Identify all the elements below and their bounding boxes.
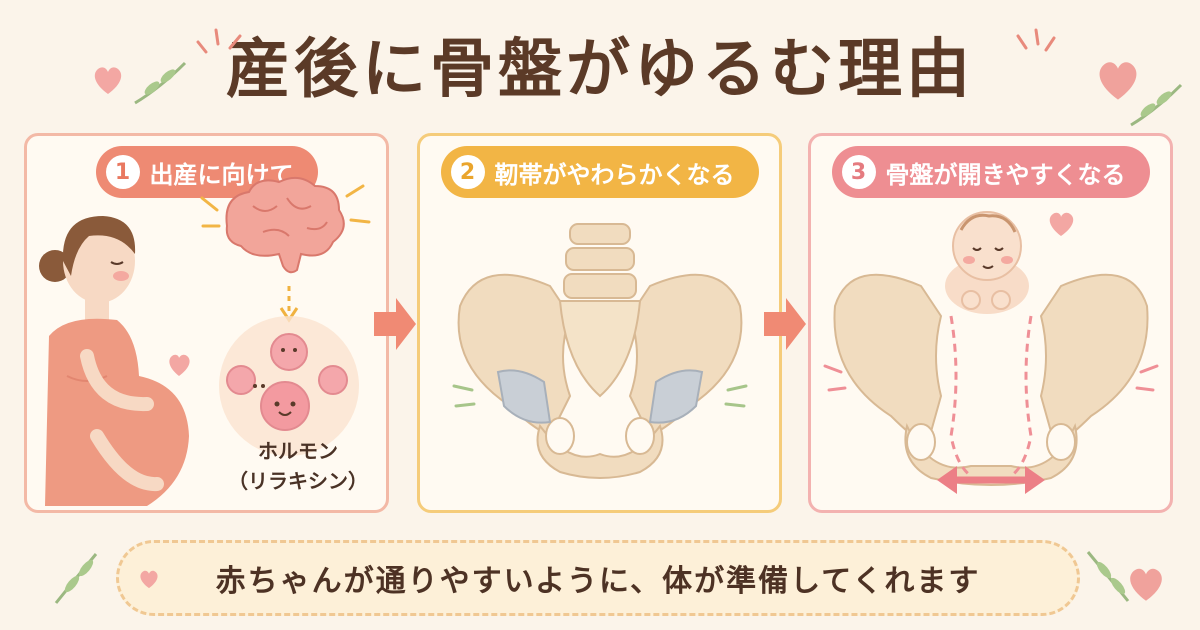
brain-icon [200, 176, 371, 323]
heart-icon [1130, 568, 1162, 601]
heart-icon [1099, 62, 1137, 100]
hormone-bubbles-icon [219, 316, 359, 456]
arrow-right-icon [764, 298, 806, 350]
heart-icon [1049, 212, 1074, 236]
hormone-line-2: （リラキシン） [228, 469, 368, 493]
heart-icon [94, 67, 122, 94]
step-1-number: 1 [105, 155, 140, 189]
heart-icon [169, 354, 190, 376]
step-1-label: 1 出産に向けて [95, 146, 318, 198]
leaf-sprig-icon [1086, 551, 1130, 602]
step-3-number: 3 [841, 155, 876, 189]
hormone-label: ホルモン （リラキシン） [223, 436, 373, 496]
arrow-right-icon [374, 298, 416, 350]
sparkle-lines-icon [1016, 28, 1056, 52]
step-3-panel: 3 骨盤が開きやすくなる [808, 133, 1173, 513]
step-2-number: 2 [450, 155, 485, 189]
step-3-text: 骨盤が開きやすくなる [885, 160, 1126, 189]
step-1-panel: 1 出産に向けて ホルモ [24, 133, 389, 513]
leaf-sprig-icon [134, 61, 187, 105]
leaf-sprig-icon [1130, 83, 1183, 127]
page-title: 産後に骨盤がゆるむ理由 [226, 33, 974, 107]
step-2-text: 靭帯がやわらかくなる [494, 160, 735, 189]
leaf-sprig-icon [54, 553, 98, 604]
step-2-label: 2 靭帯がやわらかくなる [440, 146, 759, 198]
pregnant-woman-illustration [39, 216, 189, 506]
step-3-label: 3 骨盤が開きやすくなる [831, 146, 1150, 198]
double-arrow-icon [937, 466, 1045, 494]
baby-icon [945, 211, 1029, 314]
pelvis-illustration [823, 273, 1159, 486]
hormone-line-1: ホルモン [258, 439, 338, 463]
heart-icon [140, 570, 158, 589]
sparkle-lines-icon [196, 28, 242, 54]
ligament-icon [452, 369, 748, 424]
summary-banner: 赤ちゃんが通りやすいように、体が準備してくれます [116, 540, 1080, 616]
step-2-panel: 2 靭帯がやわらかくなる [417, 133, 782, 513]
